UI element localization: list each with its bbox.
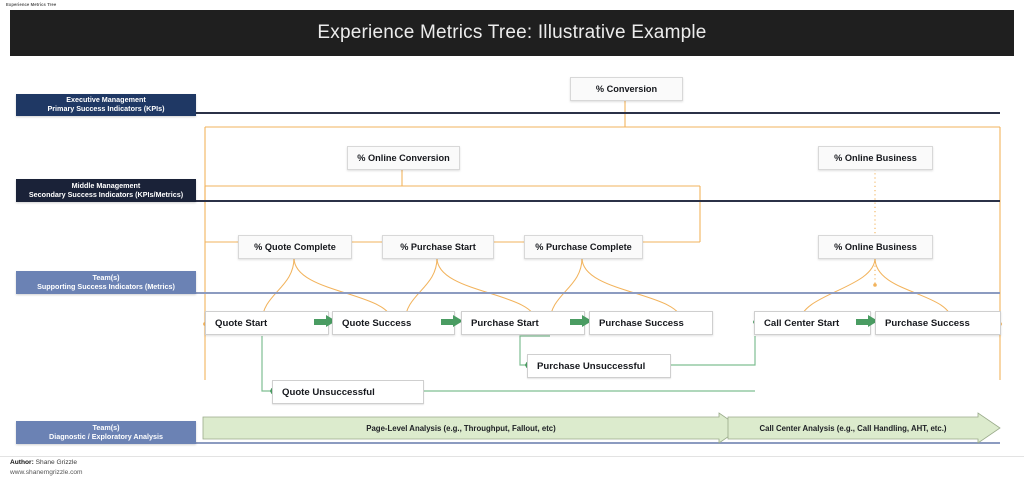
- footer-divider: [0, 456, 1024, 457]
- node-online-conversion[interactable]: % Online Conversion: [347, 146, 460, 170]
- node-quote-success[interactable]: Quote Success: [332, 311, 455, 335]
- lane-executive-line1: Executive Management: [66, 95, 146, 105]
- node-conversion[interactable]: % Conversion: [570, 77, 683, 101]
- analysis-band-page-level[interactable]: Page-Level Analysis (e.g., Throughput, F…: [202, 412, 742, 444]
- rule-middle: [195, 200, 1000, 202]
- node-purchase-complete-metric-label: % Purchase Complete: [535, 242, 632, 252]
- node-online-business-supporting-label: % Online Business: [834, 242, 917, 252]
- node-purchase-success-label: Purchase Success: [599, 317, 684, 329]
- node-online-business-secondary[interactable]: % Online Business: [818, 146, 933, 170]
- wire-dot-online-business: [873, 283, 877, 287]
- node-online-business-secondary-label: % Online Business: [834, 153, 917, 163]
- lane-label-executive: Executive Management Primary Success Ind…: [16, 94, 196, 116]
- footer-website[interactable]: www.shanemgrizzle.com: [10, 468, 83, 476]
- lane-label-middle: Middle Management Secondary Success Indi…: [16, 179, 196, 202]
- lane-executive-line2: Primary Success Indicators (KPIs): [47, 104, 165, 113]
- title-banner: Experience Metrics Tree: Illustrative Ex…: [10, 10, 1014, 56]
- node-purchase-start-metric-label: % Purchase Start: [400, 242, 476, 252]
- node-conversion-label: % Conversion: [595, 84, 658, 94]
- lane-team-line1: Team(s): [92, 272, 120, 282]
- lane-middle-line2: Secondary Success Indicators (KPIs/Metri…: [28, 189, 184, 199]
- lane-diagnostic-line1: Team(s): [92, 422, 120, 432]
- footer-author-name: Shane Grizzle: [33, 459, 78, 466]
- rule-team: [195, 292, 1000, 294]
- node-online-business-supporting[interactable]: % Online Business: [818, 235, 933, 259]
- flow-arrow-quote-start-to-success: [314, 315, 336, 328]
- flow-arrow-purchase-start-to-success: [570, 315, 592, 328]
- diagram-canvas: Executive Management Primary Success Ind…: [0, 56, 1024, 456]
- node-quote-start-label: Quote Start: [215, 317, 268, 329]
- node-purchase-unsuccessful-label: Purchase Unsuccessful: [537, 360, 646, 372]
- footer-author-label: Author:: [10, 459, 34, 466]
- node-quote-complete[interactable]: % Quote Complete: [238, 235, 352, 259]
- node-call-center-start-label: Call Center Start: [764, 317, 840, 329]
- node-call-center-start[interactable]: Call Center Start: [754, 311, 871, 335]
- node-quote-unsuccessful-label: Quote Unsuccessful: [282, 386, 375, 398]
- rule-executive: [195, 112, 1000, 114]
- page-title: Experience Metrics Tree: Illustrative Ex…: [317, 22, 707, 43]
- node-purchase-start-label: Purchase Start: [471, 317, 539, 329]
- node-quote-unsuccessful[interactable]: Quote Unsuccessful: [272, 380, 424, 404]
- node-purchase-unsuccessful[interactable]: Purchase Unsuccessful: [527, 354, 671, 378]
- node-purchase-start[interactable]: Purchase Start: [461, 311, 585, 335]
- lane-label-team-supporting: Team(s) Supporting Success Indicators (M…: [16, 271, 196, 294]
- rule-diagnostic: [195, 442, 1000, 444]
- lane-team-line2: Supporting Success Indicators (Metrics): [37, 281, 175, 291]
- node-quote-success-label: Quote Success: [342, 317, 412, 329]
- node-purchase-complete-metric[interactable]: % Purchase Complete: [524, 235, 643, 259]
- node-quote-complete-label: % Quote Complete: [254, 242, 336, 252]
- node-purchase-success-call-center-label: Purchase Success: [885, 317, 970, 329]
- lane-middle-line1: Middle Management: [71, 180, 141, 190]
- wire-quote-unsuccessful: [262, 336, 272, 391]
- document-tab-label: Experience Metrics Tree: [6, 2, 57, 7]
- analysis-band-call-center[interactable]: Call Center Analysis (e.g., Call Handlin…: [727, 412, 1001, 444]
- lane-label-team-diagnostic: Team(s) Diagnostic / Exploratory Analysi…: [16, 421, 196, 444]
- flow-arrow-quote-success-to-purchase-start: [441, 315, 463, 328]
- lane-diagnostic-line2: Diagnostic / Exploratory Analysis: [49, 431, 163, 441]
- node-purchase-success-call-center[interactable]: Purchase Success: [875, 311, 1001, 335]
- node-purchase-start-metric[interactable]: % Purchase Start: [382, 235, 494, 259]
- footer-attribution: Author: Shane Grizzle www.shanemgrizzle.…: [10, 458, 83, 477]
- node-purchase-success[interactable]: Purchase Success: [589, 311, 713, 335]
- node-online-conversion-label: % Online Conversion: [357, 153, 450, 163]
- wire-purchase-unsuccessful: [520, 336, 550, 365]
- node-quote-start[interactable]: Quote Start: [205, 311, 329, 335]
- flow-arrow-call-center-to-purchase-success: [856, 315, 878, 328]
- wire-purchase-unsuccessful-return: [660, 336, 755, 365]
